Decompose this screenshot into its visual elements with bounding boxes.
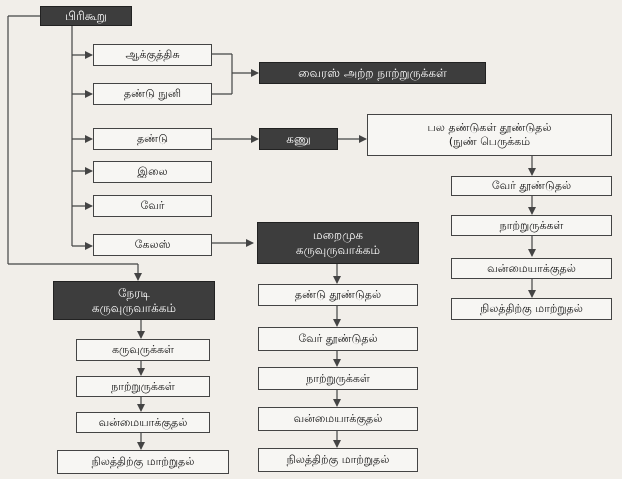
- c2-hardening-label: வன்மையாக்குதல்: [293, 412, 383, 426]
- c1-embryoids-label: கருவுருக்கள்: [112, 343, 174, 357]
- explant-root-node: வேர்: [93, 195, 212, 217]
- c2-root-induction-label: வேர் தூண்டுதல்: [298, 332, 378, 346]
- direct-line1: நேரடி: [118, 285, 150, 300]
- indirect-line2: கருவுருவாக்கம்: [295, 243, 381, 257]
- virus-free-label: வைரஸ் அற்ற நாற்றுருக்கள்: [298, 65, 447, 80]
- node-kanu: கணு: [259, 128, 338, 150]
- c1-transfer-label: நிலத்திற்கு மாற்றுதல்: [91, 455, 195, 469]
- root-label: பிரிகூறு: [65, 8, 107, 23]
- explant-stem-label: தண்டு: [137, 132, 168, 146]
- c2-hardening-node: வன்மையாக்குதல்: [258, 407, 418, 431]
- c2-shoot-induction-node: தண்டு தூண்டுதல்: [258, 284, 418, 306]
- virus-free-node: வைரஸ் அற்ற நாற்றுருக்கள்: [259, 62, 486, 84]
- c2-plantlets-label: நாற்றுருக்கள்: [306, 371, 370, 385]
- c1-plantlets-node: நாற்றுருக்கள்: [76, 376, 210, 397]
- explant-callus-label: கேலஸ்: [134, 238, 171, 252]
- explant-callus-node: கேலஸ்: [93, 234, 212, 256]
- multiple-shoots-line1: பல தண்டுகள் தூண்டுதல்: [427, 121, 552, 135]
- c3-root-induction-node: வேர் தூண்டுதல்: [451, 176, 612, 196]
- explant-leaf-label: இலை: [137, 165, 168, 179]
- explant-root-label: வேர்: [140, 199, 165, 213]
- c1-embryoids-node: கருவுருக்கள்: [76, 339, 210, 361]
- c2-root-induction-node: வேர் தூண்டுதல்: [258, 327, 418, 351]
- explant-meristem-label: ஆக்குத்திசு: [125, 48, 180, 62]
- explant-stem-node: தண்டு: [93, 128, 212, 150]
- indirect-line1: மறைமுக: [312, 228, 364, 242]
- explant-leaf-node: இலை: [93, 161, 212, 183]
- root-node: பிரிகூறு: [40, 6, 132, 26]
- c3-transfer-node: நிலத்திற்கு மாற்றுதல்: [451, 298, 612, 320]
- c2-transfer-label: நிலத்திற்கு மாற்றுதல்: [286, 453, 390, 467]
- c3-transfer-label: நிலத்திற்கு மாற்றுதல்: [480, 302, 583, 316]
- c3-plantlets-label: நாற்றுருக்கள்: [499, 218, 564, 232]
- c1-transfer-node: நிலத்திற்கு மாற்றுதல்: [57, 450, 229, 474]
- explant-shoot-tip-label: தண்டு நுனி: [123, 87, 182, 101]
- c1-hardening-label: வன்மையாக்குதல்: [98, 415, 188, 429]
- indirect-embryogenesis-node: மறைமுக கருவுருவாக்கம்: [257, 222, 419, 264]
- c3-root-induction-label: வேர் தூண்டுதல்: [491, 179, 572, 193]
- multiple-shoots-node: பல தண்டுகள் தூண்டுதல் (நுண் பெருக்கம்: [367, 114, 612, 156]
- c3-plantlets-node: நாற்றுருக்கள்: [451, 215, 612, 236]
- explant-meristem-node: ஆக்குத்திசு: [93, 44, 212, 66]
- direct-line2: கருவுருவாக்கம்: [91, 300, 177, 315]
- explant-shoot-tip-node: தண்டு நுனி: [93, 83, 212, 105]
- c3-hardening-label: வன்மையாக்குதல்: [487, 261, 576, 275]
- c1-hardening-node: வன்மையாக்குதல்: [76, 412, 210, 433]
- node-kanu-label: கணு: [286, 131, 311, 146]
- c1-plantlets-label: நாற்றுருக்கள்: [111, 379, 175, 393]
- c3-hardening-node: வன்மையாக்குதல்: [451, 258, 612, 279]
- c2-shoot-induction-label: தண்டு தூண்டுதல்: [294, 288, 382, 302]
- direct-embryogenesis-node: நேரடி கருவுருவாக்கம்: [53, 281, 215, 320]
- c2-plantlets-node: நாற்றுருக்கள்: [258, 367, 418, 390]
- multiple-shoots-line2: (நுண் பெருக்கம்: [448, 135, 531, 148]
- c2-transfer-node: நிலத்திற்கு மாற்றுதல்: [258, 448, 418, 472]
